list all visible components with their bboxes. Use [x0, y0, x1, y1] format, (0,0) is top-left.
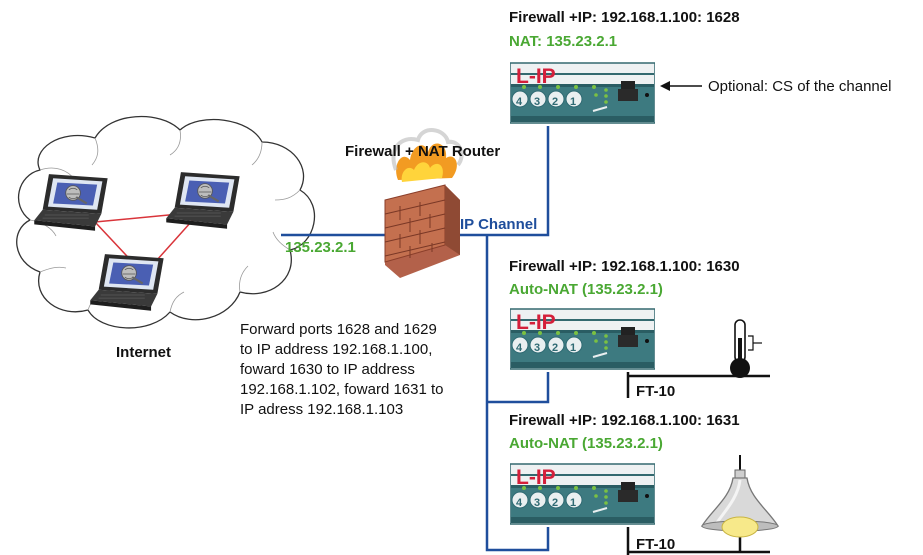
ip-channel-label: IP Channel [460, 216, 537, 233]
port-label: 2 [552, 497, 558, 509]
forward-note-line: 192.168.1.102, foward 1631 to [240, 381, 444, 398]
port-label: 3 [534, 342, 540, 354]
port-label: 4 [516, 96, 523, 108]
port-label: 4 [516, 342, 523, 354]
port-label: 4 [516, 497, 523, 509]
optional-cs-arrow [660, 81, 702, 91]
fw-mid-nat: Auto-NAT (135.23.2.1) [509, 281, 663, 298]
forward-note-line: foward 1630 to IP address [240, 361, 415, 378]
internet-label: Internet [116, 344, 171, 361]
fw-bot-title: Firewall +IP: 192.168.1.100: 1631 [509, 412, 740, 429]
forward-note-line: Forward ports 1628 and 1629 [240, 321, 437, 338]
router-ip-label: 135.23.2.1 [285, 239, 356, 256]
ip-channel-lines [281, 126, 550, 552]
fw-top-title: Firewall +IP: 192.168.1.100: 1628 [509, 9, 740, 26]
fw-bot-nat: Auto-NAT (135.23.2.1) [509, 435, 663, 452]
port-label: 3 [534, 96, 540, 108]
forward-note: Forward ports 1628 and 1629 to IP addres… [240, 321, 444, 418]
router-title: Firewall + NAT Router [345, 143, 500, 160]
forward-note-line: IP adress 192.168.1.103 [240, 401, 403, 418]
lip-device-mid: L-IP 4 3 2 1 [510, 307, 655, 371]
device-title: L-IP [516, 65, 556, 88]
port-label: 1 [570, 497, 576, 509]
device-title: L-IP [516, 311, 556, 334]
thermometer-icon [730, 319, 762, 378]
ft10-bot-label: FT-10 [636, 536, 675, 553]
fw-top-nat: NAT: 135.23.2.1 [509, 33, 617, 50]
port-label: 1 [570, 96, 576, 108]
port-label: 2 [552, 96, 558, 108]
ceiling-lamp-icon [700, 455, 780, 538]
ft10-mid-label: FT-10 [636, 383, 675, 400]
optional-cs-label: Optional: CS of the channel [708, 78, 891, 95]
device-title: L-IP [516, 466, 556, 489]
lip-device-bot: L-IP 4 3 2 1 [510, 462, 655, 526]
port-label: 3 [534, 497, 540, 509]
fw-mid-title: Firewall +IP: 192.168.1.100: 1630 [509, 258, 740, 275]
port-label: 2 [552, 342, 558, 354]
port-label: 1 [570, 342, 576, 354]
forward-note-line: to IP address 192.168.1.100, [240, 341, 432, 358]
lip-device-top: L-IP 4 3 2 1 [510, 61, 655, 125]
burning-brick-wall-icon [384, 128, 464, 278]
